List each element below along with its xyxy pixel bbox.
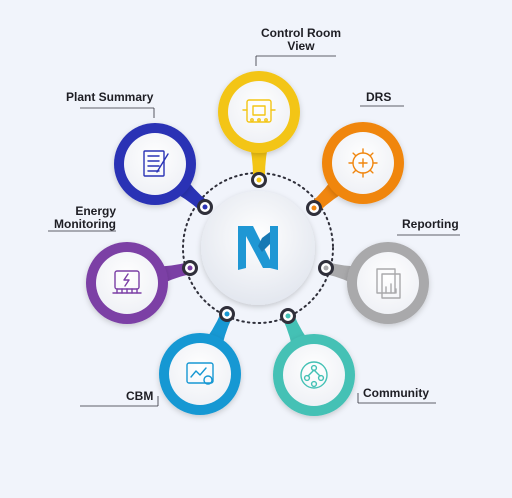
module-plant-summary[interactable] [114,123,213,215]
document-pen-icon [143,150,169,177]
hub-group [201,191,315,305]
leader-lines [48,55,460,407]
connector-dot-center [256,177,262,183]
connector-dot-center [285,313,291,319]
label-plant-summary: Plant Summary [66,90,154,104]
dashboard-icon [186,362,214,385]
connector-dot-center [224,311,230,317]
bubble-inner [357,252,419,314]
connector-dot-center [202,204,208,210]
energy-monitor-icon [112,270,142,294]
module-energy-monitoring[interactable] [86,242,198,324]
bubble-inner [124,133,186,195]
module-reporting[interactable] [318,242,430,324]
label-drs: DRS [366,90,392,104]
module-drs[interactable] [306,122,405,216]
module-bubbles [86,71,429,416]
module-control-room-view[interactable] [218,71,300,188]
module-cbm[interactable] [159,306,241,416]
report-chart-icon [376,268,401,299]
connector-dot-center [311,205,317,211]
bubble-inner [283,344,345,406]
label-reporting: Reporting [402,217,459,231]
people-network-icon [300,361,328,389]
connector-dot-center [187,265,193,271]
control-panel-icon [242,99,276,123]
brand-logo-icon [238,226,278,270]
gear-plus-icon [348,148,378,178]
bubble-inner [228,81,290,143]
module-community[interactable] [273,308,355,417]
label-cbm: CBM [126,389,154,403]
connector-dot-center [323,265,329,271]
label-community: Community [363,386,429,400]
